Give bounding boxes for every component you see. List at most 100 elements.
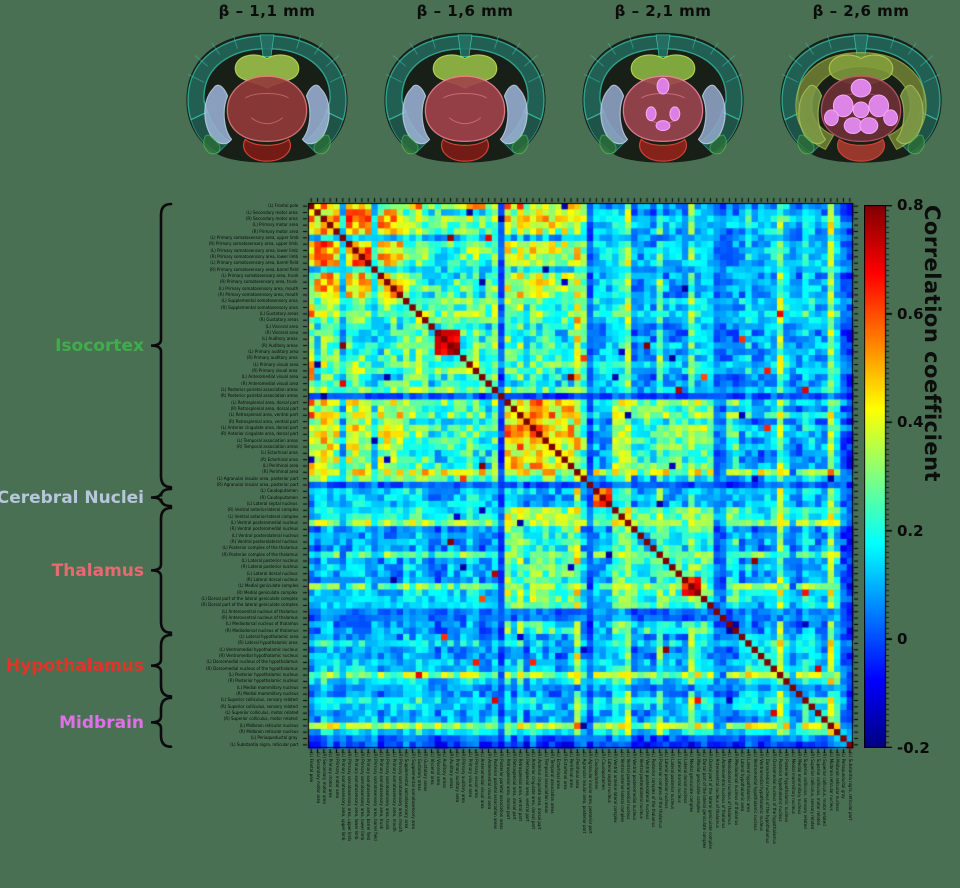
row-label: (R) Primary somatosensory area, barrel f… <box>209 267 298 272</box>
col-label: (R) Supplemental somatosensory area <box>410 752 416 829</box>
coronal-brain-svg <box>384 32 546 163</box>
row-label: (L) Posterior complex of the thalamus <box>222 545 298 551</box>
col-label: (L) Periaqueductal gray <box>841 752 846 799</box>
col-label: (L) Auditory areas <box>442 752 447 788</box>
row-label: (R) Posterior hypothalamic nucleus <box>227 678 298 684</box>
group-label-midbrain: Midbrain <box>59 712 144 733</box>
col-label: (L) Primary somatosensory area, barrel f… <box>366 752 371 841</box>
col-label: (L) Agranular insular area, posterior pa… <box>581 752 587 834</box>
col-label: (L) Lateral septal nucleus <box>607 752 612 803</box>
colorbar-tick-label: 0.6 <box>897 304 924 323</box>
row-label: (L) Primary somatosensory area, mouth <box>218 286 298 291</box>
col-label: (R) Lateral hypothalamic area <box>746 752 751 812</box>
col-label: (R) Dorsomedial nucleus of the hypothala… <box>771 752 777 844</box>
row-label: (R) Caudoputamen <box>260 495 298 500</box>
col-label: (R) Retrosplenial area, dorsal part <box>511 752 517 820</box>
col-label: (R) Ectorhinal area <box>562 752 568 790</box>
col-label: (L) Primary somatosensory area, trunk <box>378 752 384 830</box>
heatmap-col-labels: (L) Frontal pole(L) Secondary motor area… <box>308 752 853 886</box>
col-label: (L) Anteroventral nucleus of thalamus <box>714 752 720 828</box>
col-label: (L) Ventral anterior-lateral complex <box>619 752 625 823</box>
correlation-heatmap <box>302 197 859 754</box>
col-label: (L) Temporal association areas <box>543 752 549 813</box>
row-label: (L) Substantia nigra, reticular part <box>229 742 298 747</box>
colorbar-tick-label: 0 <box>897 630 908 649</box>
col-label: (R) Superior colliculus, motor related <box>822 752 827 826</box>
row-label: (L) Mediodorsal nucleus of thalamus <box>225 621 298 627</box>
group-brace <box>150 506 173 635</box>
row-label: (R) Anterior cingulate area, dorsal part <box>220 431 298 437</box>
row-label: (R) Temporal association areas <box>236 444 298 449</box>
row-label: (L) Lateral dorsal nucleus <box>247 571 298 576</box>
col-label: (R) Caudoputamen <box>600 752 606 790</box>
col-label: (L) Superior colliculus, sensory related <box>803 752 808 829</box>
group-brace <box>150 633 173 698</box>
row-label: (L) Superior colliculus, motor related <box>224 710 298 716</box>
row-label: (L) Ectorhinal area <box>261 450 298 456</box>
group-label-thalamus: Thalamus <box>51 560 144 581</box>
col-label: (R) Ventral anterior-lateral complex <box>613 752 618 823</box>
row-label: (L) Anterior cingulate area, dorsal part <box>220 425 298 430</box>
row-label: (R) Visceral area <box>264 330 298 335</box>
col-label: (L) Primary auditory area <box>454 752 460 803</box>
row-label: (R) Ectorhinal area <box>260 457 298 462</box>
col-label: (R) Dorsal part of the lateral geniculat… <box>708 752 713 849</box>
row-label: (R) Midbrain reticular nucleus <box>238 729 298 735</box>
row-label: (L) Primary somatosensory area, trunk <box>220 273 298 278</box>
col-label: (R) Medial geniculate complex <box>695 752 701 813</box>
row-label: (L) Dorsomedial nucleus of the hypothala… <box>206 659 298 665</box>
colorbar-title: Correlation coefficient <box>920 205 944 483</box>
row-label: (L) Medial geniculate complex <box>237 583 298 589</box>
row-label: (R) Primary somatosensory area, upper li… <box>209 241 298 247</box>
row-label: (R) Superior colliculus, sensory related <box>220 704 298 709</box>
col-label: (R) Primary somatosensory area, trunk <box>385 752 390 830</box>
row-label: (L) Primary somatosensory area, lower li… <box>210 248 298 253</box>
col-label: (L) Secondary motor area <box>315 752 321 804</box>
row-label: (L) Ventral posterolateral nucleus <box>231 533 298 538</box>
col-label: (L) Caudoputamen <box>594 752 599 790</box>
row-label: (R) Ventral posteromedial nucleus <box>229 526 298 532</box>
col-label: (R) Mediodorsal nucleus of thalamus <box>733 752 739 826</box>
row-label: (L) Lateral posterior nucleus <box>241 558 298 564</box>
row-label: (L) Secondary motor area <box>246 210 298 215</box>
row-label: (R) Retrosplenial area, ventral part <box>228 419 298 424</box>
row-label: (L) Perirhinal area <box>262 463 298 468</box>
row-label: (L) Posterior parietal association areas <box>221 387 298 392</box>
row-label: (L) Auditory areas <box>262 336 298 342</box>
col-label: (L) Ectorhinal area <box>556 752 561 789</box>
row-label: (R) Superior colliculus, motor related <box>224 716 298 722</box>
brain-section-title: β – 1,1 mm <box>218 2 316 20</box>
col-label: (R) Primary somatosensory area, upper li… <box>347 752 352 841</box>
col-label: (L) Medial geniculate complex <box>689 752 694 813</box>
row-label: (L) Temporal association areas <box>237 438 298 443</box>
col-label: (R) Primary visual area <box>473 752 479 798</box>
group-label-isocortex: Isocortex <box>55 335 144 356</box>
col-label: (L) Primary somatosensory area, lower li… <box>353 752 359 840</box>
group-brace <box>150 696 173 749</box>
col-label: (L) Mediodorsal nucleus of thalamus <box>727 752 732 825</box>
col-label: (L) Ventral posteromedial nucleus <box>626 752 631 820</box>
row-label: (L) Posterior hypothalamic nucleus <box>228 672 298 678</box>
row-label: (L) Medial mammillary nucleus <box>236 685 298 690</box>
row-label: (L) Primary visual area <box>252 362 298 367</box>
col-label: (L) Gustatory areas <box>416 752 422 791</box>
row-label: (L) Primary auditory area <box>247 349 298 354</box>
row-label: (L) Supplemental somatosensory area <box>221 298 298 304</box>
row-label: (R) Ventral posterolateral nucleus <box>230 539 298 545</box>
row-label: (R) Primary somatosensory area, mouth <box>217 292 298 297</box>
col-label: (R) Posterior parietal association areas <box>499 752 504 830</box>
col-label: (R) Ventral posteromedial nucleus <box>632 752 637 821</box>
coronal-brain-svg <box>582 32 744 163</box>
col-label: (L) Lateral dorsal nucleus <box>676 752 682 803</box>
col-label: (R) Secondary motor area <box>321 752 327 804</box>
row-label: (R) Posterior parietal association areas <box>220 393 299 399</box>
col-label: (R) Visceral area <box>435 752 441 786</box>
row-label: (L) Visceral area <box>265 324 298 329</box>
col-label: (L) Dorsal part of the lateral geniculat… <box>702 752 707 849</box>
col-label: (L) Posterior parietal association areas <box>492 752 498 829</box>
col-label: (R) Perirhinal area <box>575 752 580 789</box>
col-label: (L) Anteromedial visual area <box>480 752 485 809</box>
brain-section-2: β – 1,6 mm <box>365 2 565 171</box>
row-label: (R) Agranular insular area, posterior pa… <box>216 482 298 487</box>
col-label: (R) Temporal association areas <box>549 752 555 814</box>
